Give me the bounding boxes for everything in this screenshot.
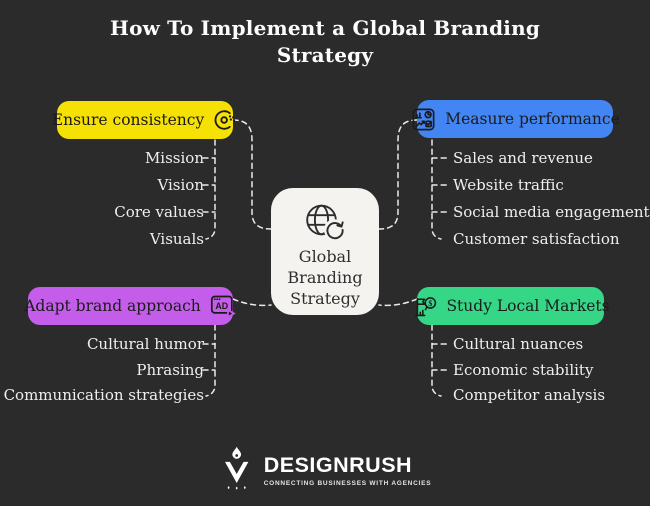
market-research-icon: $ <box>415 296 437 316</box>
local-markets-item: Competitor analysis <box>453 386 606 404</box>
performance-item: Sales and revenue <box>453 149 593 167</box>
branch-adapt-brand-approach: Adapt brand approach AD <box>24 287 236 325</box>
consistency-item: Mission <box>144 149 204 167</box>
consistency-item: Core values <box>114 203 204 221</box>
designrush-shield-icon <box>225 446 249 490</box>
consistency-item: Visuals <box>149 230 204 248</box>
svg-text:$: $ <box>429 298 433 307</box>
footer-brand: DESIGNRUSH CONNECTING BUSINESSES WITH AG… <box>219 445 432 495</box>
brand-tagline: CONNECTING BUSINESSES WITH AGENCIES <box>263 479 432 487</box>
branch-study-local-markets: $ Study Local Markets <box>415 287 610 325</box>
adapt-item: Communication strategies <box>3 386 204 404</box>
adapt-item: Cultural humor <box>86 335 204 353</box>
performance-item: Social media engagement <box>453 203 650 221</box>
adapt-item: Phrasing <box>136 361 204 379</box>
branch-label: Measure performance <box>445 110 620 128</box>
branch-label: Study Local Markets <box>446 297 610 315</box>
performance-item: Website traffic <box>453 176 564 194</box>
brand-name: DESIGNRUSH <box>263 452 413 477</box>
local-markets-item: Cultural nuances <box>453 335 584 353</box>
ad-window-icon: AD <box>210 295 236 319</box>
branch-measure-performance: Measure performance <box>412 100 620 138</box>
consistency-item: Vision <box>157 176 204 194</box>
globe-refresh-icon <box>306 204 346 241</box>
page-title: How To Implement a Global Branding Strat… <box>0 15 650 69</box>
brand-text-block: DESIGNRUSH CONNECTING BUSINESSES WITH AG… <box>264 454 432 487</box>
page-title-text: How To Implement a Global Branding Strat… <box>109 16 541 67</box>
local-markets-item: Economic stability <box>453 361 594 379</box>
metrics-dashboard-icon <box>412 108 435 130</box>
branch-ensure-consistency: Ensure consistency <box>52 101 236 139</box>
branch-label: Ensure consistency <box>51 111 205 129</box>
branch-label: Adapt brand approach <box>24 297 201 315</box>
central-node-label: Global Branding Strategy <box>287 247 363 308</box>
central-node-global-branding-strategy: Global Branding Strategy <box>271 188 379 315</box>
consistency-target-icon <box>214 110 236 130</box>
svg-text:AD: AD <box>215 301 228 311</box>
performance-item: Customer satisfaction <box>453 230 620 248</box>
